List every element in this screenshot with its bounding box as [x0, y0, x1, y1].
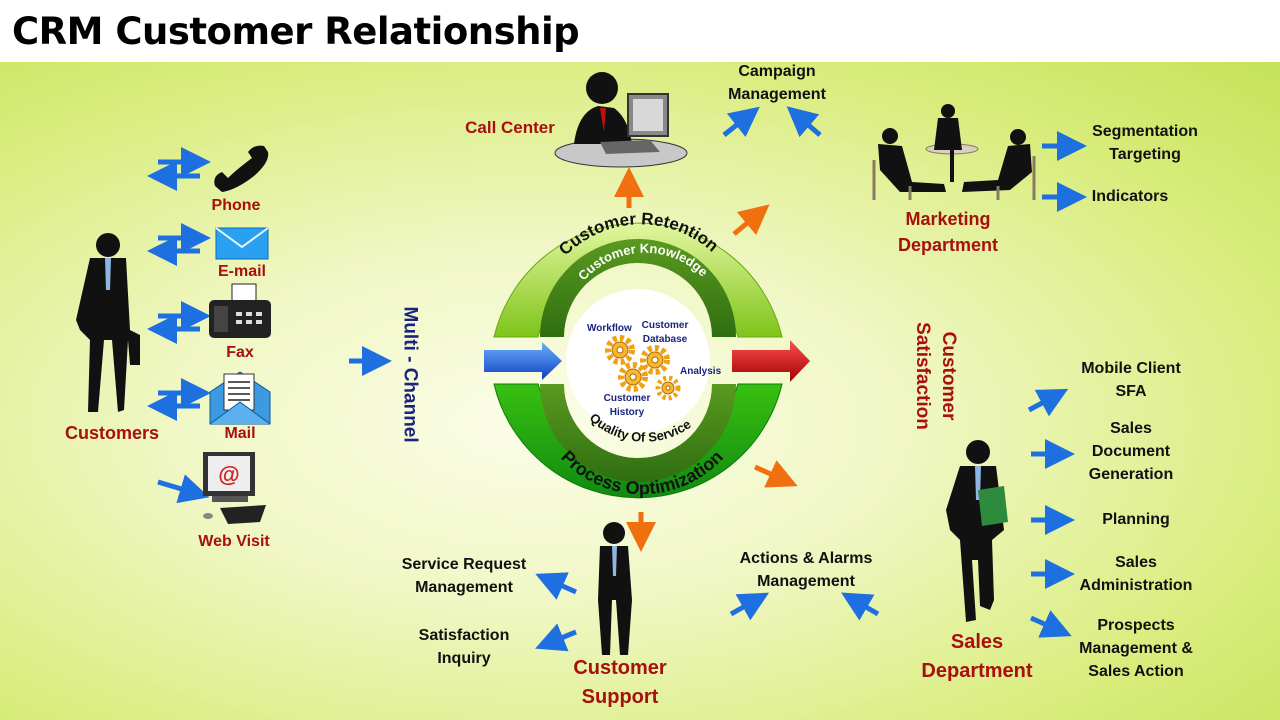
wheel-center — [566, 289, 710, 433]
input-arrow — [484, 342, 562, 380]
mail-icon — [209, 371, 271, 425]
label-email: E-mail — [217, 263, 266, 280]
label-call-center: Call Center — [465, 118, 555, 137]
label-workflow: Workflow — [587, 323, 632, 334]
email-icon — [215, 227, 269, 260]
label-analysis: Analysis — [680, 366, 722, 377]
support-person-icon — [598, 522, 632, 655]
blue-arrows — [147, 106, 1087, 652]
label-phone: Phone — [211, 197, 261, 214]
label-history-2: History — [610, 407, 645, 418]
label-mail: Mail — [224, 425, 256, 442]
marketing-meeting-icon — [872, 104, 1036, 200]
customer-figure-icon — [76, 233, 140, 412]
output-arrow — [732, 340, 810, 382]
inner-ring-top — [540, 239, 736, 337]
fax-icon — [209, 283, 271, 338]
gears-icon — [605, 335, 681, 401]
page-title: CRM Customer Relationship — [12, 10, 580, 53]
label-customers: Customers — [64, 423, 160, 443]
label-indicators: Indicators — [1091, 188, 1169, 205]
phone-icon — [214, 145, 269, 192]
sales-person-icon — [946, 440, 1008, 622]
inner-ring-bottom — [540, 384, 736, 482]
call-center-icon — [554, 72, 688, 168]
orange-arrows — [614, 167, 798, 552]
label-history-1: Customer — [604, 393, 651, 404]
label-web-visit: Web Visit — [198, 533, 270, 550]
label-planning: Planning — [1102, 511, 1170, 528]
label-fax: Fax — [226, 344, 254, 361]
web-computer-icon: @ — [203, 452, 266, 524]
label-multi-channel: Multi - Channel — [399, 306, 421, 443]
label-db-1: Customer — [642, 320, 689, 331]
label-db-2: Database — [643, 334, 688, 345]
svg-text:@: @ — [218, 462, 239, 487]
